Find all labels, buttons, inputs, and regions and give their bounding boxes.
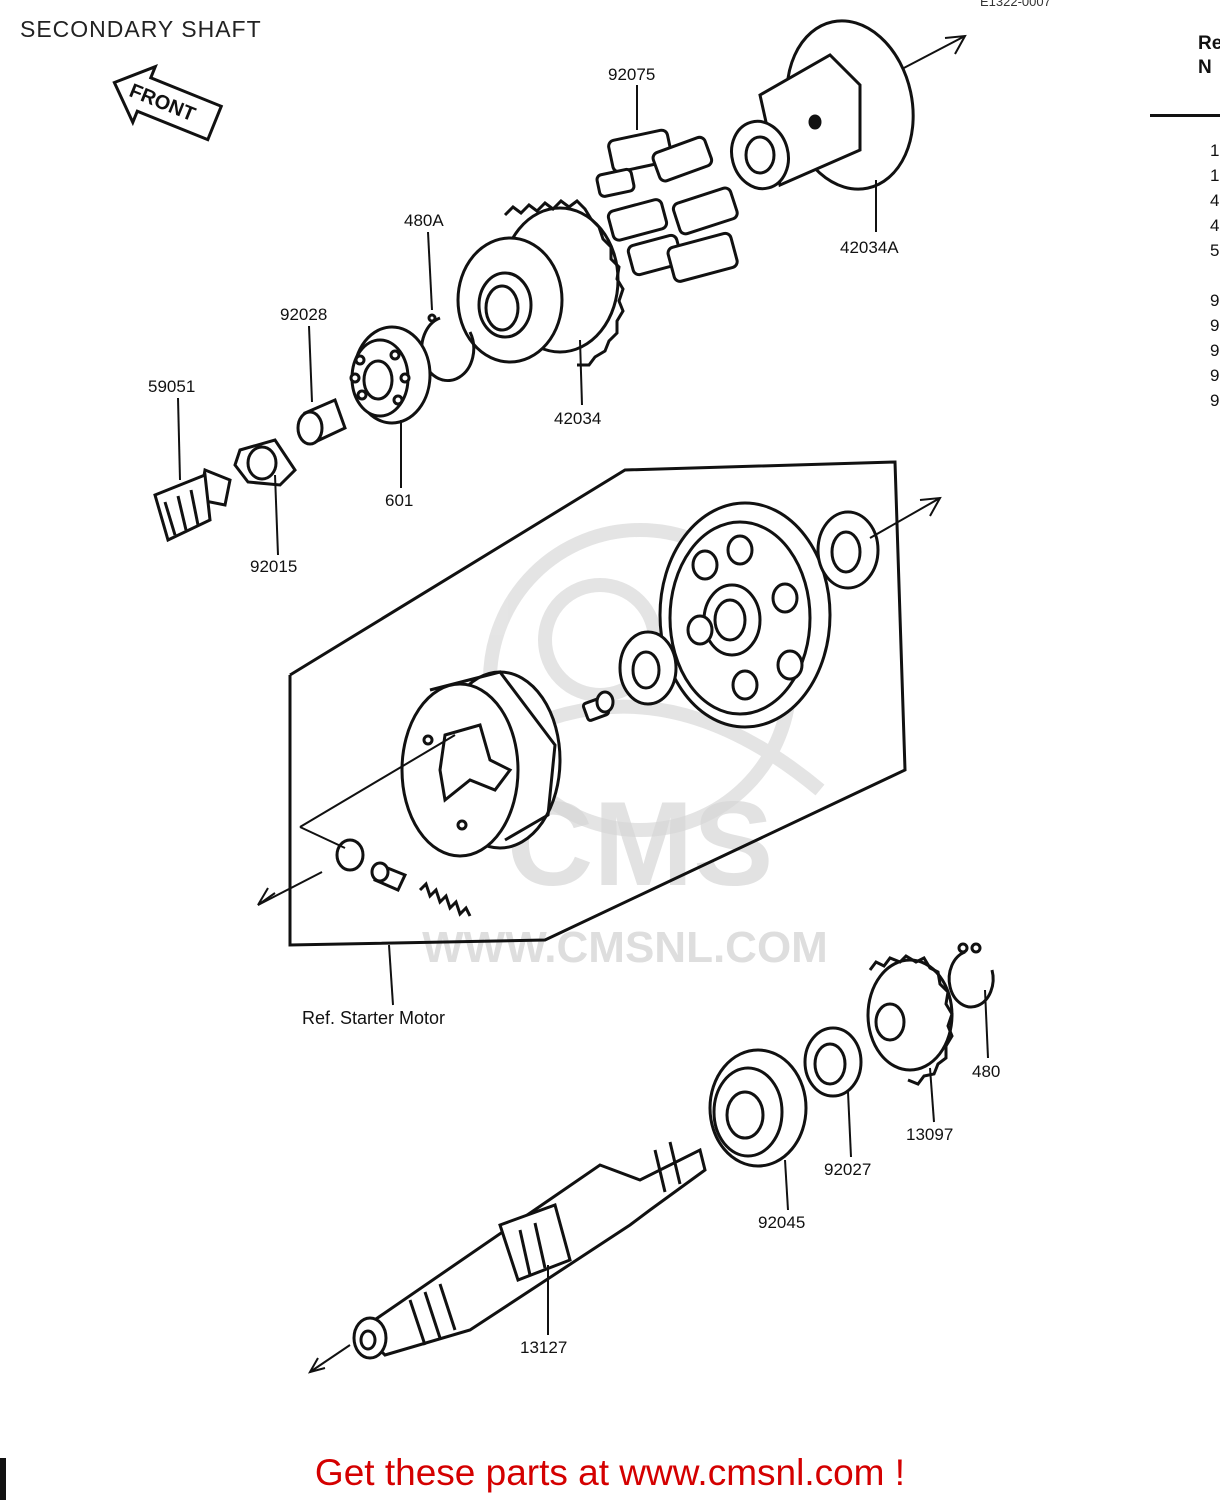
- assembly-frame: [288, 460, 907, 947]
- label-92015[interactable]: 92015: [250, 557, 297, 576]
- part-washer-left[interactable]: [618, 630, 678, 706]
- axis-arrow-icon: [869, 496, 942, 539]
- label-ref-starter-motor: Ref. Starter Motor: [302, 1008, 445, 1028]
- leader-lines: [257, 734, 456, 906]
- part-92015[interactable]: [233, 438, 297, 487]
- label-59051[interactable]: 59051: [148, 377, 195, 396]
- side-item[interactable]: 9: [1210, 341, 1220, 360]
- page-title: SECONDARY SHAFT: [20, 16, 262, 42]
- side-panel-list: 1 1 4 4 5 9 9 9 9 9: [1210, 138, 1219, 413]
- label-92027[interactable]: 92027: [824, 1160, 871, 1179]
- part-92045[interactable]: [708, 1048, 808, 1168]
- axis-arrow-icon: [307, 1344, 351, 1374]
- part-spring[interactable]: [418, 881, 472, 917]
- side-heading-line-1: Re: [1198, 33, 1220, 54]
- label-13127[interactable]: 13127: [520, 1338, 567, 1357]
- part-washer-right[interactable]: [816, 510, 880, 590]
- part-roller[interactable]: [335, 838, 365, 872]
- page-edge-mark: [0, 1458, 6, 1500]
- label-leaders: [177, 85, 989, 1335]
- axis-arrow-icon: [899, 34, 967, 71]
- side-item[interactable]: 9: [1210, 291, 1220, 310]
- side-item[interactable]: 1: [1210, 141, 1220, 160]
- part-42034[interactable]: [456, 199, 625, 367]
- label-480A[interactable]: 480A: [404, 211, 444, 230]
- label-480[interactable]: 480: [972, 1062, 1000, 1081]
- side-item[interactable]: 4: [1210, 191, 1220, 210]
- side-panel-rule: [1150, 114, 1220, 117]
- part-92028[interactable]: [296, 397, 347, 446]
- part-starter-sprocket[interactable]: [658, 501, 832, 729]
- part-59051[interactable]: [153, 467, 232, 543]
- side-item[interactable]: 9: [1210, 316, 1220, 335]
- front-arrow-icon: FRONT: [112, 64, 224, 142]
- label-13097[interactable]: 13097: [906, 1125, 953, 1144]
- part-13127[interactable]: [352, 1141, 707, 1360]
- label-92045[interactable]: 92045: [758, 1213, 805, 1232]
- side-item[interactable]: 9: [1210, 391, 1220, 410]
- side-panel-heading: Re N: [1198, 32, 1220, 80]
- side-item[interactable]: 4: [1210, 216, 1220, 235]
- part-480A[interactable]: [420, 313, 476, 382]
- label-42034[interactable]: 42034: [554, 409, 601, 428]
- footer-cta-link[interactable]: Get these parts at www.cmsnl.com !: [314, 1452, 906, 1493]
- part-92075[interactable]: [595, 128, 739, 283]
- diagram-code: E1322-0007: [980, 0, 1051, 9]
- part-480[interactable]: [947, 942, 995, 1009]
- part-starter-clutch[interactable]: [400, 670, 562, 858]
- side-heading-line-2: N: [1198, 57, 1212, 78]
- label-42034A[interactable]: 42034A: [840, 238, 899, 257]
- label-601[interactable]: 601: [385, 491, 413, 510]
- side-item[interactable]: 9: [1210, 366, 1220, 385]
- label-92075[interactable]: 92075: [608, 65, 655, 84]
- label-92028[interactable]: 92028: [280, 305, 327, 324]
- exploded-parts-diagram: CMS WWW.CMSNL.COM FRONT: [112, 9, 1000, 1374]
- part-601[interactable]: [349, 325, 432, 425]
- part-42034A[interactable]: [724, 9, 928, 201]
- part-plunger[interactable]: [370, 861, 408, 892]
- part-bolt[interactable]: [581, 690, 615, 722]
- watermark-url: WWW.CMSNL.COM: [422, 923, 828, 972]
- part-13097[interactable]: [866, 954, 954, 1086]
- part-92027[interactable]: [803, 1026, 863, 1098]
- side-item[interactable]: 5: [1210, 241, 1220, 260]
- side-item[interactable]: 1: [1210, 166, 1220, 185]
